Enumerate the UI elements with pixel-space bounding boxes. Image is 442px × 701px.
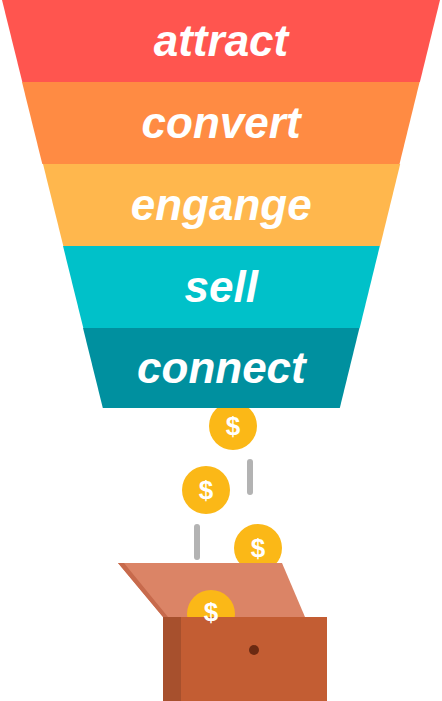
band-text-holder: attract (2, 0, 440, 82)
box-lid-edge (118, 563, 168, 617)
funnel-band: sell (63, 246, 380, 328)
funnel-band: connect (83, 328, 359, 408)
coin-symbol: $ (199, 477, 213, 503)
motion-dash (247, 462, 253, 492)
coin (209, 402, 257, 450)
stage-label: connect (137, 343, 306, 393)
funnel-band: convert (22, 82, 420, 164)
band-fill (63, 246, 380, 328)
band-fill (22, 82, 420, 164)
band-text-holder: engange (43, 164, 400, 246)
coin-symbol: $ (251, 535, 265, 561)
coin-symbol: $ (226, 413, 240, 439)
stage-label: convert (142, 98, 301, 148)
coin (182, 466, 230, 514)
funnel-band: engange (43, 164, 400, 246)
motion-dash (194, 527, 200, 557)
band-text-holder: convert (22, 82, 420, 164)
funnel-band: attract (2, 0, 440, 82)
box-front (181, 617, 327, 701)
band-fill (2, 0, 440, 82)
stage-label: sell (185, 262, 258, 312)
stage-label: attract (154, 16, 289, 66)
band-fill (43, 164, 400, 246)
stage-label: engange (131, 180, 312, 230)
box-keyhole (249, 645, 259, 655)
box-side (163, 617, 181, 701)
band-text-holder: connect (83, 328, 359, 408)
band-text-holder: sell (63, 246, 380, 328)
band-fill (83, 328, 359, 408)
coin-symbol: $ (204, 599, 218, 625)
